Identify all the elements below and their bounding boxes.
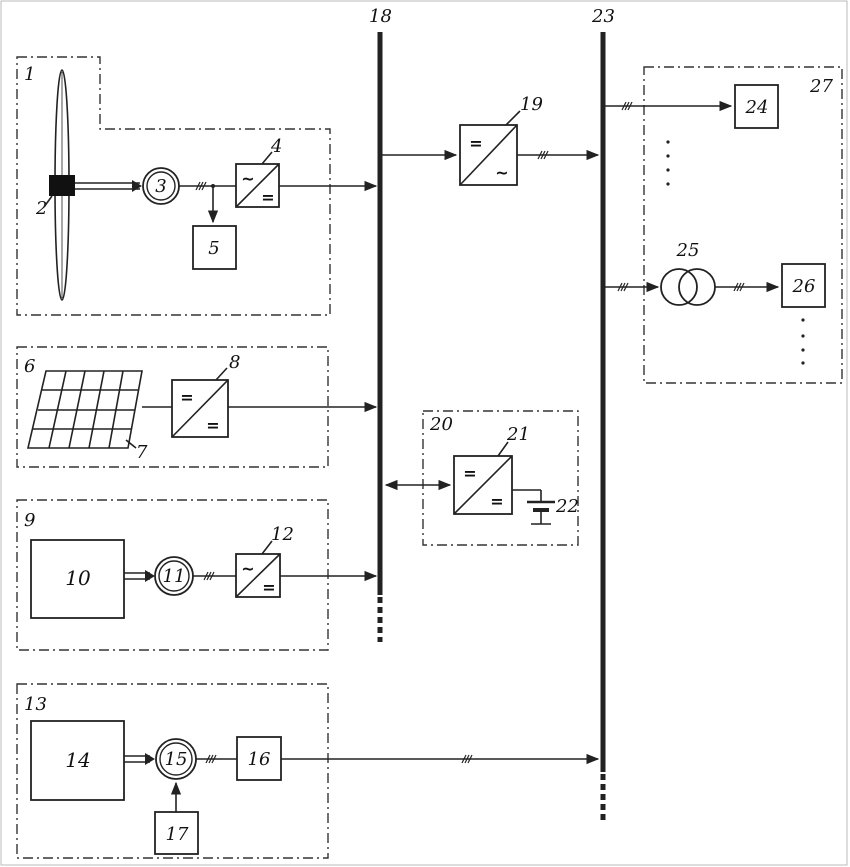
label-13: 13 bbox=[24, 694, 47, 715]
converter-8: = = bbox=[171, 379, 229, 438]
label-10: 10 bbox=[65, 566, 91, 590]
label-18: 18 bbox=[369, 6, 392, 27]
converter-4: ~ = bbox=[235, 163, 280, 208]
label-12: 12 bbox=[271, 524, 294, 545]
label-14: 14 bbox=[65, 748, 90, 772]
svg-text:=: = bbox=[206, 416, 219, 435]
label-23: 23 bbox=[591, 6, 615, 27]
svg-text:~: ~ bbox=[241, 559, 254, 578]
converter-21: = = bbox=[453, 455, 513, 515]
ellipsis-dots-upper bbox=[666, 140, 670, 186]
generator-11: 11 bbox=[154, 556, 194, 596]
load-24 bbox=[734, 84, 779, 129]
label-16: 16 bbox=[248, 749, 271, 770]
svg-text:~: ~ bbox=[495, 163, 508, 182]
svg-text:=: = bbox=[490, 492, 503, 511]
ellipsis-dots-lower bbox=[801, 318, 805, 365]
load-5 bbox=[192, 225, 237, 270]
engine-group-boundary bbox=[16, 499, 329, 651]
label-25: 25 bbox=[676, 240, 700, 261]
turbine-hub bbox=[49, 175, 75, 196]
solar-panel-7 bbox=[26, 370, 143, 449]
label-5: 5 bbox=[208, 238, 219, 259]
svg-text:=: = bbox=[463, 464, 476, 483]
label-9: 9 bbox=[24, 510, 35, 531]
label-19: 19 bbox=[520, 94, 543, 115]
svg-text:=: = bbox=[262, 578, 275, 597]
unit-16 bbox=[236, 736, 282, 781]
label-7: 7 bbox=[136, 442, 148, 463]
wind-group-boundary bbox=[16, 56, 331, 316]
solar-group-boundary bbox=[16, 346, 329, 468]
label-21: 21 bbox=[506, 424, 530, 445]
engine-10 bbox=[30, 539, 125, 619]
label-6: 6 bbox=[24, 356, 35, 377]
label-2: 2 bbox=[35, 198, 47, 219]
label-1: 1 bbox=[24, 64, 35, 85]
generator-15: 15 bbox=[155, 738, 197, 780]
label-15: 15 bbox=[165, 749, 188, 770]
engine-14 bbox=[30, 720, 125, 801]
inverter-19: = ~ bbox=[459, 124, 518, 186]
generator-group-boundary bbox=[16, 683, 329, 859]
battery-22 bbox=[512, 489, 555, 525]
label-22: 22 bbox=[555, 496, 579, 517]
load-26 bbox=[781, 263, 826, 308]
generator-3: 3 bbox=[142, 167, 180, 205]
label-3: 3 bbox=[155, 176, 166, 197]
label-24: 24 bbox=[745, 97, 769, 118]
svg-text:~: ~ bbox=[241, 169, 254, 188]
converter-12: ~ = bbox=[235, 553, 281, 598]
svg-text:=: = bbox=[469, 134, 482, 153]
svg-text:=: = bbox=[180, 388, 193, 407]
label-27: 27 bbox=[809, 76, 833, 97]
label-17: 17 bbox=[166, 824, 189, 845]
label-4: 4 bbox=[270, 136, 282, 157]
label-11: 11 bbox=[163, 566, 186, 587]
label-20: 20 bbox=[429, 414, 453, 435]
storage-group-boundary bbox=[422, 410, 579, 546]
transformer-25 bbox=[660, 268, 716, 306]
svg-text:=: = bbox=[261, 188, 274, 207]
label-26: 26 bbox=[792, 276, 816, 297]
load-group-boundary bbox=[643, 66, 843, 384]
exciter-17 bbox=[154, 811, 199, 855]
label-8: 8 bbox=[229, 352, 240, 373]
